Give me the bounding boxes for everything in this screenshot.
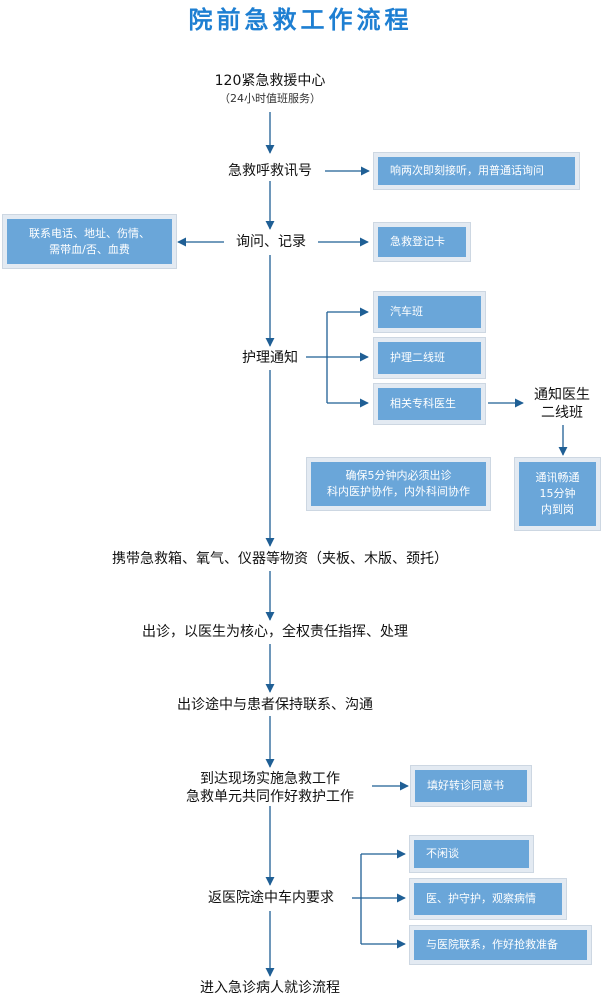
- notify-doctor-line-2: 二线班: [541, 405, 583, 421]
- record-items-line-2: 需带血/否、血费: [49, 242, 130, 256]
- box-call-note: 响两次即刻接听，用普通话询问: [374, 153, 579, 189]
- center-label: 120紧急救援中心: [214, 73, 326, 89]
- comm-line-1: 通讯畅通: [535, 471, 580, 484]
- notify-doctor-line-1: 通知医生: [534, 387, 590, 403]
- node-nursing-notice: 护理通知: [242, 350, 298, 366]
- arrive-line-1: 到达现场实施急救工作: [200, 771, 340, 787]
- box-no-chatting: 不闲谈: [410, 836, 533, 872]
- node-inquire-record: 询问、记录: [236, 234, 306, 250]
- box-driver-team: 汽车班: [374, 292, 485, 332]
- record-items-line-1: 联系电话、地址、伤情、: [29, 226, 150, 240]
- box-record-items: 联系电话、地址、伤情、 需带血/否、血费: [3, 215, 176, 268]
- box-referral-consent: 填好转诊同意书: [411, 766, 531, 806]
- box-nurse-backup: 护理二线班: [374, 338, 485, 378]
- node-emergency-center: 120紧急救援中心 （24小时值班服务）: [170, 72, 370, 108]
- box-record-card: 急救登记卡: [374, 223, 470, 261]
- center-sub-label: （24小时值班服务）: [219, 92, 321, 105]
- comm-line-2: 15分钟: [539, 487, 576, 500]
- node-call-signal: 急救呼救讯号: [228, 163, 312, 179]
- ensure-line-1: 确保5分钟内必须出诊: [345, 469, 452, 482]
- box-medical-watch: 医、护守护，观察病情: [410, 879, 566, 919]
- comm-line-3: 内到岗: [541, 503, 574, 516]
- box-prepare-rescue: 与医院联系，作好抢救准备: [410, 926, 591, 964]
- page-title: 院前急救工作流程: [188, 5, 413, 34]
- box-specialist-doctor: 相关专科医生: [374, 384, 485, 424]
- node-notify-doctor: 通知医生 二线班: [524, 386, 600, 422]
- arrive-line-2: 急救单元共同作好救护工作: [186, 789, 354, 805]
- ensure-line-2: 科内医护协作，内外科间协作: [327, 485, 470, 498]
- node-arrive-scene: 到达现场实施急救工作 急救单元共同作好救护工作: [165, 770, 375, 806]
- box-ensure-dispatch: 确保5分钟内必须出诊 科内医护协作，内外科间协作: [307, 458, 490, 510]
- node-dispatch: 出诊，以医生为核心，全权责任指挥、处理: [142, 624, 408, 640]
- box-communication: 通讯畅通 15分钟 内到岗: [515, 458, 600, 530]
- node-enter-er: 进入急诊病人就诊流程: [200, 980, 340, 996]
- node-return-hospital: 返医院途中车内要求: [208, 890, 334, 906]
- node-contact-patient: 出诊途中与患者保持联系、沟通: [177, 697, 373, 713]
- node-carry-supplies: 携带急救箱、氧气、仪器等物资（夹板、木版、颈托）: [112, 551, 448, 567]
